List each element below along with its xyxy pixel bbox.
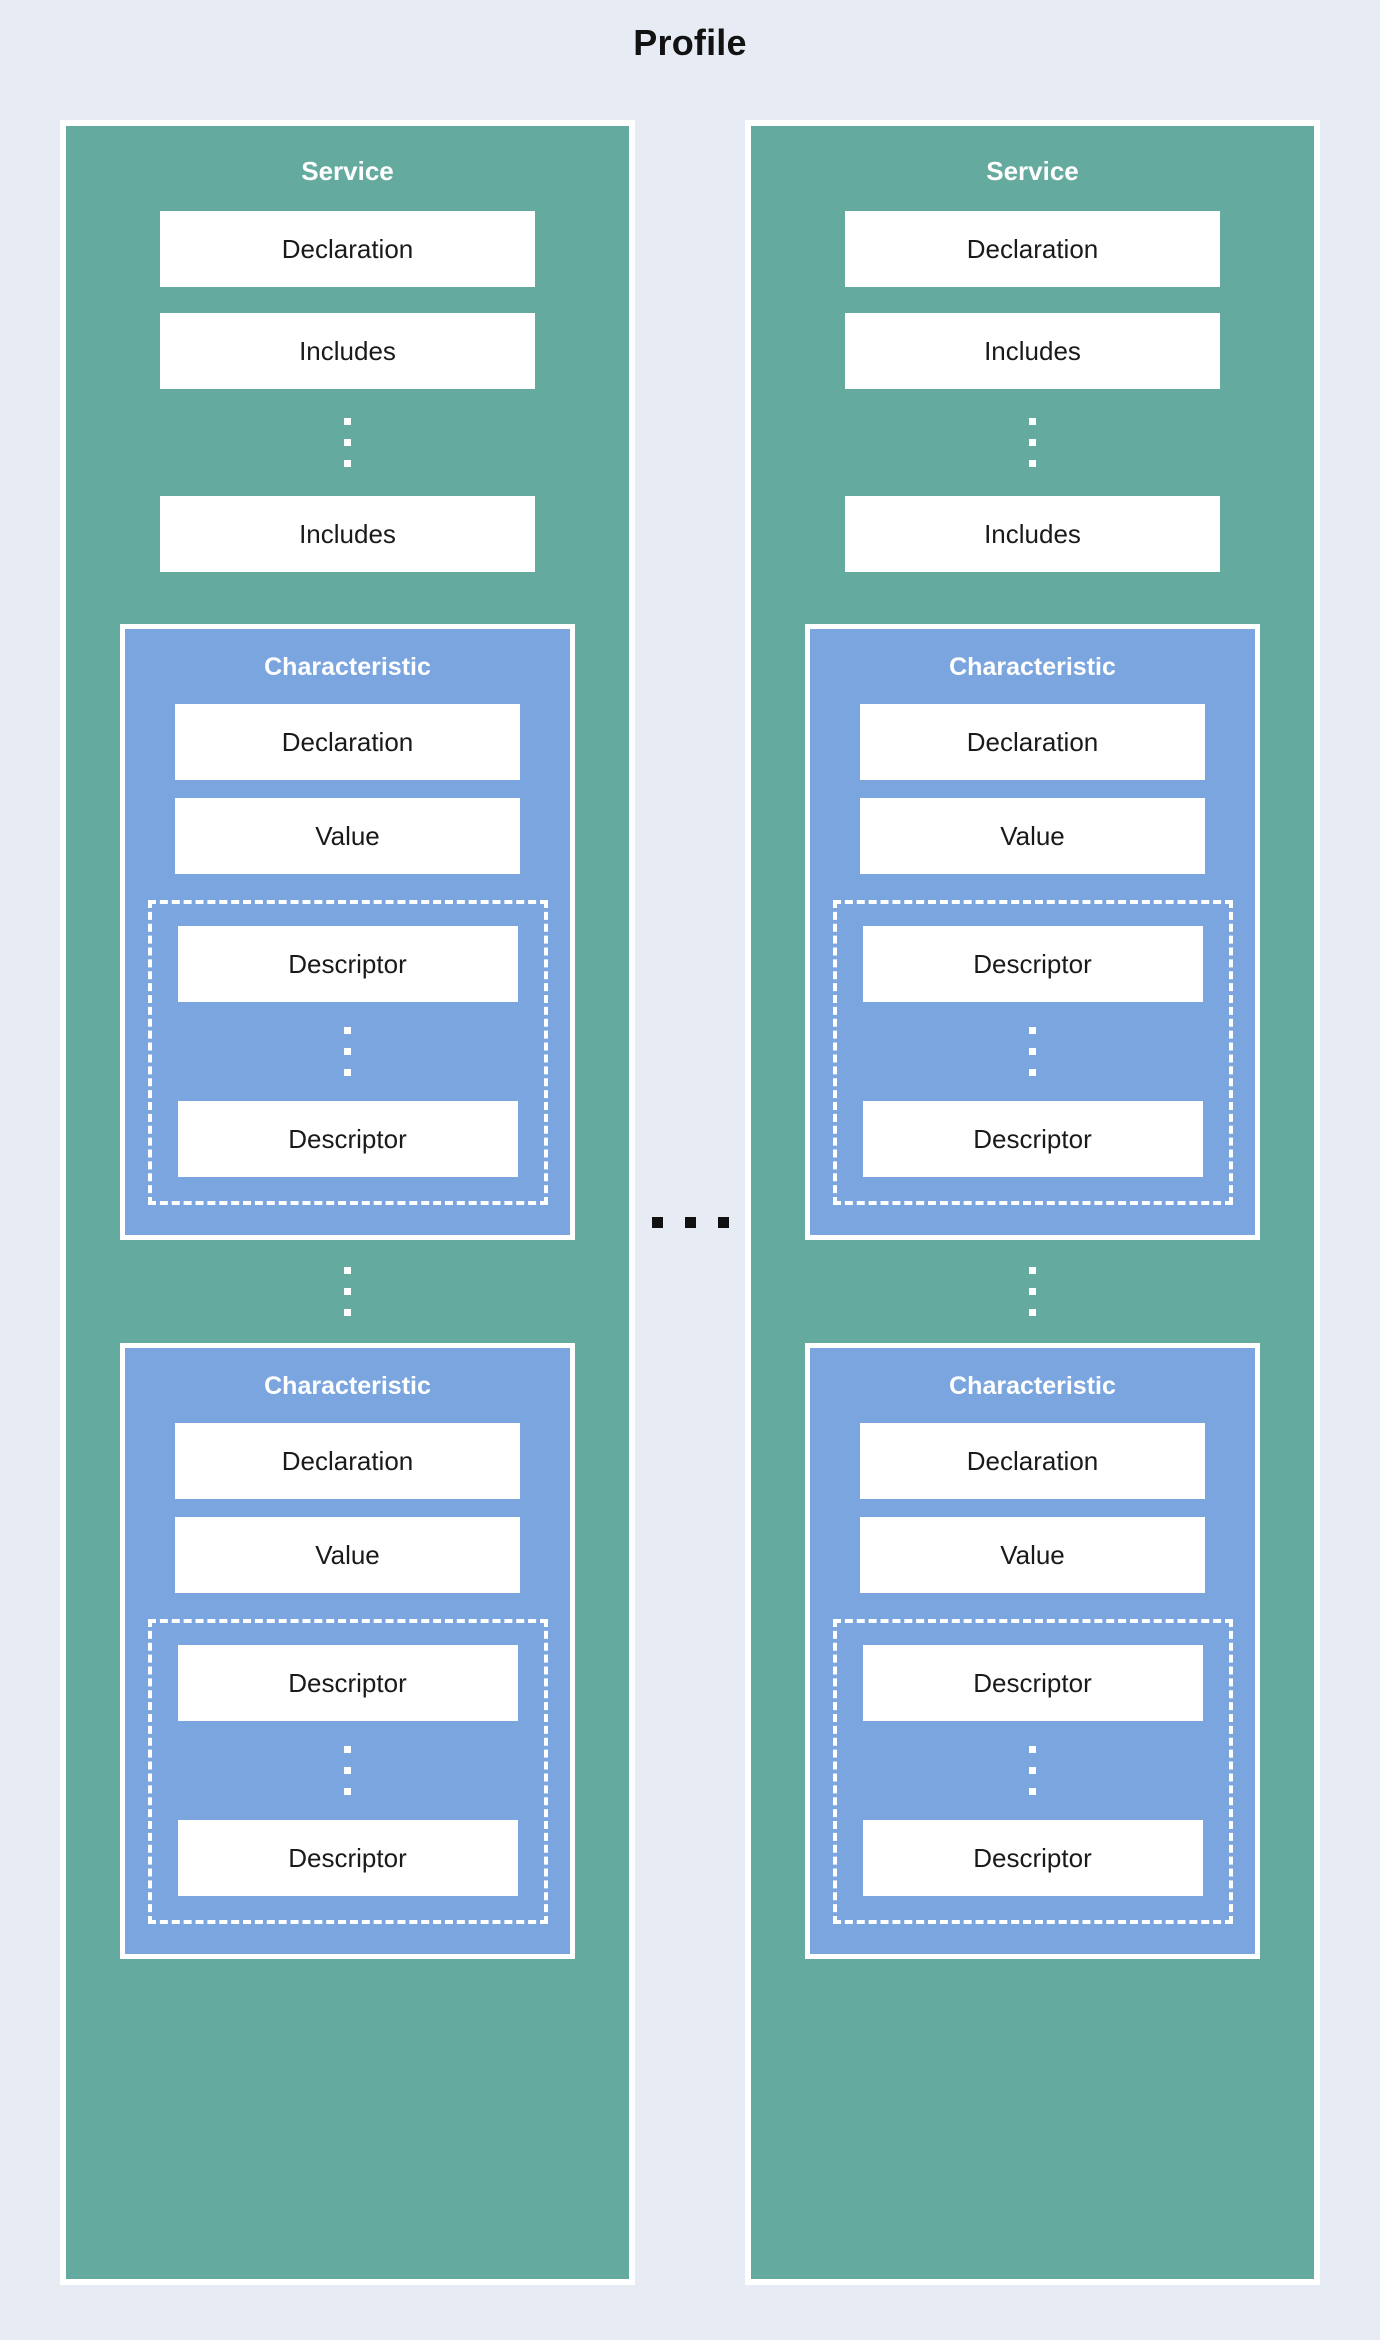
- characteristic-value-box: Value: [860, 1517, 1205, 1593]
- descriptor-group: Descriptor Descriptor: [832, 900, 1233, 1205]
- characteristic-title: Characteristic: [949, 653, 1116, 681]
- ellipsis-dot: [1029, 1767, 1036, 1774]
- descriptor-group: Descriptor Descriptor: [147, 900, 548, 1205]
- ellipsis-dot: [344, 1746, 351, 1753]
- ellipsis-dot: [344, 1288, 351, 1295]
- descriptor-last-box: Descriptor: [862, 1101, 1203, 1177]
- ellipsis-dot: [1029, 1309, 1036, 1316]
- ellipsis-dot: [344, 439, 351, 446]
- ellipsis-dot: [344, 1767, 351, 1774]
- ellipsis-dot: [1029, 439, 1036, 446]
- includes-vertical-ellipsis-icon: [344, 411, 351, 474]
- ellipsis-dot: [684, 1217, 696, 1228]
- ellipsis-dot: [717, 1217, 729, 1228]
- service-declaration-box: Declaration: [160, 211, 535, 287]
- ellipsis-dot: [344, 1267, 351, 1274]
- characteristic-title: Characteristic: [264, 1372, 431, 1400]
- service-declaration-box: Declaration: [845, 211, 1220, 287]
- descriptor-group: Descriptor Descriptor: [832, 1619, 1233, 1924]
- characteristic-block-1: Characteristic Declaration Value Descrip…: [805, 624, 1260, 1240]
- descriptor-vertical-ellipsis-icon: [1029, 1020, 1036, 1083]
- ellipsis-dot: [1029, 1048, 1036, 1055]
- characteristic-declaration-box: Declaration: [175, 1423, 520, 1499]
- service-includes-first-box: Includes: [845, 313, 1220, 389]
- descriptor-vertical-ellipsis-icon: [1029, 1739, 1036, 1802]
- characteristic-declaration-box: Declaration: [175, 704, 520, 780]
- service-block-1: Service Declaration Includes Includes Ch…: [60, 120, 635, 2285]
- ellipsis-dot: [344, 1027, 351, 1034]
- service-title: Service: [301, 156, 394, 186]
- ellipsis-dot: [1029, 1027, 1036, 1034]
- characteristic-value-box: Value: [175, 798, 520, 874]
- ellipsis-dot: [1029, 1288, 1036, 1295]
- descriptor-first-box: Descriptor: [177, 926, 518, 1002]
- service-includes-last-box: Includes: [160, 496, 535, 572]
- ellipsis-dot: [651, 1217, 663, 1228]
- ellipsis-dot: [344, 1788, 351, 1795]
- ellipsis-dot: [1029, 1746, 1036, 1753]
- ellipsis-dot: [344, 418, 351, 425]
- descriptor-group: Descriptor Descriptor: [147, 1619, 548, 1924]
- ellipsis-dot: [1029, 460, 1036, 467]
- descriptor-first-box: Descriptor: [862, 926, 1203, 1002]
- characteristics-vertical-ellipsis-icon: [1029, 1260, 1036, 1323]
- descriptor-last-box: Descriptor: [177, 1820, 518, 1896]
- services-row: Service Declaration Includes Includes Ch…: [60, 120, 1320, 2285]
- service-title: Service: [986, 156, 1079, 186]
- ellipsis-dot: [344, 1309, 351, 1316]
- characteristic-declaration-box: Declaration: [860, 704, 1205, 780]
- service-includes-first-box: Includes: [160, 313, 535, 389]
- characteristics-vertical-ellipsis-icon: [344, 1260, 351, 1323]
- ellipsis-dot: [344, 460, 351, 467]
- characteristic-value-box: Value: [860, 798, 1205, 874]
- page-title: Profile: [633, 22, 747, 63]
- ellipsis-dot: [344, 1048, 351, 1055]
- ellipsis-dot: [1029, 1788, 1036, 1795]
- descriptor-first-box: Descriptor: [177, 1645, 518, 1721]
- characteristic-block-2: Characteristic Declaration Value Descrip…: [120, 1343, 575, 1959]
- descriptor-last-box: Descriptor: [862, 1820, 1203, 1896]
- services-horizontal-ellipsis-icon: [635, 1217, 745, 1228]
- service-includes-last-box: Includes: [845, 496, 1220, 572]
- ellipsis-dot: [344, 1069, 351, 1076]
- ellipsis-dot: [1029, 1267, 1036, 1274]
- characteristic-block-2: Characteristic Declaration Value Descrip…: [805, 1343, 1260, 1959]
- characteristic-title: Characteristic: [949, 1372, 1116, 1400]
- descriptor-vertical-ellipsis-icon: [344, 1739, 351, 1802]
- service-block-2: Service Declaration Includes Includes Ch…: [745, 120, 1320, 2285]
- descriptor-vertical-ellipsis-icon: [344, 1020, 351, 1083]
- characteristic-value-box: Value: [175, 1517, 520, 1593]
- descriptor-last-box: Descriptor: [177, 1101, 518, 1177]
- descriptor-first-box: Descriptor: [862, 1645, 1203, 1721]
- includes-vertical-ellipsis-icon: [1029, 411, 1036, 474]
- ellipsis-dot: [1029, 418, 1036, 425]
- ellipsis-dot: [1029, 1069, 1036, 1076]
- characteristic-block-1: Characteristic Declaration Value Descrip…: [120, 624, 575, 1240]
- characteristic-title: Characteristic: [264, 653, 431, 681]
- characteristic-declaration-box: Declaration: [860, 1423, 1205, 1499]
